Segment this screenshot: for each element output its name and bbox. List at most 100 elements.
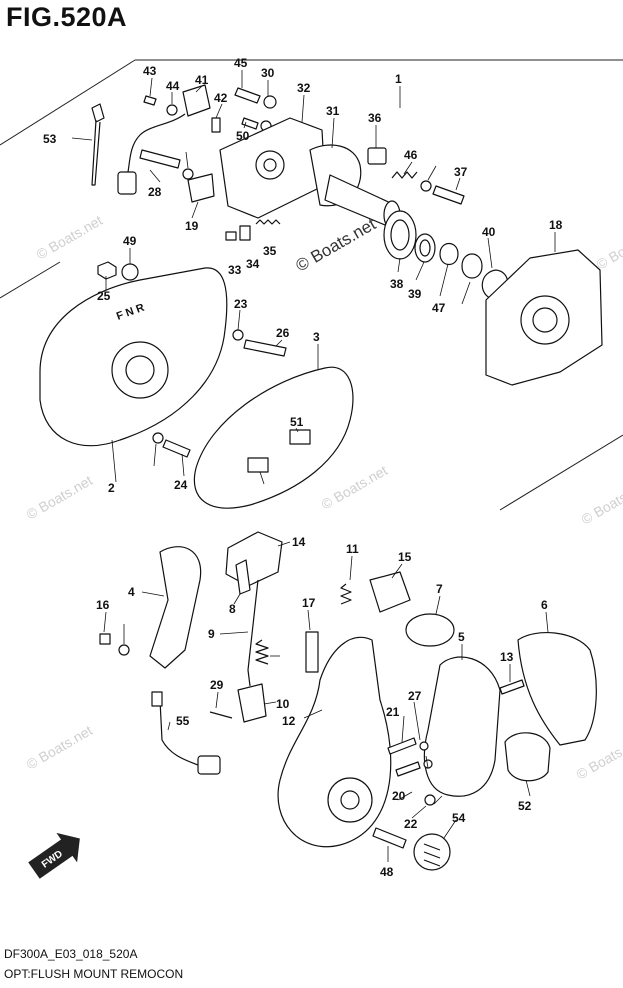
callout: 2 <box>108 481 115 495</box>
callout: 5 <box>458 630 465 644</box>
part-cover-plate-3 <box>193 366 354 509</box>
callout: 21 <box>386 705 400 719</box>
callout: 26 <box>276 326 290 340</box>
part-47a <box>439 242 459 266</box>
part-washer-30a <box>263 95 277 109</box>
callout: 48 <box>380 865 394 879</box>
part-pad-51a <box>289 429 311 445</box>
part-washer-44 <box>166 104 178 116</box>
fwd-arrow: FWD <box>28 832 80 879</box>
callout: 8 <box>229 602 236 616</box>
watermark: © Boats.net <box>319 462 391 513</box>
part-washer-49 <box>121 263 139 281</box>
part-rod-9 <box>247 579 259 687</box>
callouts: 1 2 3 4 5 6 7 8 9 10 11 12 13 14 15 16 1… <box>43 56 563 879</box>
part-bolt-28 <box>139 149 181 169</box>
part-harness-55 <box>159 699 199 766</box>
callout: 35 <box>263 244 277 258</box>
watermark: © Boats.net <box>34 212 106 263</box>
part-34 <box>239 225 251 241</box>
part-handle-5 <box>423 656 501 797</box>
callout: 1 <box>395 72 402 86</box>
part-spring-46 <box>391 171 418 179</box>
callout: 33 <box>228 263 242 277</box>
part-screw-50 <box>241 117 259 130</box>
part-switch-52 <box>504 732 551 782</box>
callout: 19 <box>185 219 199 233</box>
part-nut-25 <box>97 261 117 280</box>
part-connector-28-side <box>117 171 137 195</box>
callout: 23 <box>234 297 248 311</box>
part-washer-30c <box>182 168 194 180</box>
callout: 7 <box>436 582 443 596</box>
part-7 <box>405 613 455 647</box>
callout: 18 <box>549 218 563 232</box>
part-screw-22 <box>424 794 436 806</box>
part-bolt-37 <box>432 185 465 205</box>
callout: 17 <box>302 596 316 610</box>
callout: 31 <box>326 104 340 118</box>
callout: 14 <box>292 535 306 549</box>
watermark: © Boats.net <box>579 477 623 528</box>
callout: 29 <box>210 678 224 692</box>
callout: 12 <box>282 714 296 728</box>
callout: 44 <box>166 79 180 93</box>
part-screw-20 <box>395 761 421 777</box>
part-8 <box>235 559 251 595</box>
part-switch-bracket <box>182 84 211 117</box>
callout: 6 <box>541 598 548 612</box>
part-spring-11a <box>340 583 352 605</box>
part-pin-29 <box>209 711 233 719</box>
part-15 <box>369 571 411 613</box>
callout: 50 <box>236 129 250 143</box>
callout: 51 <box>290 415 304 429</box>
callout: 32 <box>297 81 311 95</box>
part-spring-35 <box>255 219 281 225</box>
callout: 3 <box>313 330 320 344</box>
part-36 <box>367 147 387 165</box>
frame-outline <box>0 59 623 511</box>
watermark-center: © Boats.net <box>293 214 380 275</box>
part-spring-11b <box>255 639 269 665</box>
part-lever-arm-4 <box>149 546 202 669</box>
callout: 41 <box>195 73 209 87</box>
callout: 42 <box>214 91 228 105</box>
callout: 28 <box>148 185 162 199</box>
callout: 45 <box>234 56 248 70</box>
part-washer-44b <box>118 644 130 656</box>
watermark: © Boats.net <box>24 472 96 523</box>
part-washer-23b <box>152 432 164 444</box>
part-cable-tie <box>91 103 105 186</box>
part-washer-27a <box>419 741 429 751</box>
part-clip-19 <box>187 173 215 203</box>
part-pin-13 <box>499 679 525 695</box>
callout: 46 <box>404 148 418 162</box>
callout: 49 <box>123 234 137 248</box>
leader-lines <box>71 70 556 862</box>
callout: 20 <box>392 789 406 803</box>
part-screw-21 <box>387 737 417 755</box>
callout: 40 <box>482 225 496 239</box>
callout: 27 <box>408 689 422 703</box>
part-bracket-10 <box>237 683 267 723</box>
part-screw-26 <box>243 339 287 357</box>
part-drawings <box>39 84 603 871</box>
callout: 11 <box>346 542 359 556</box>
callout: 52 <box>518 799 532 813</box>
callout: 24 <box>174 478 188 492</box>
callout: 37 <box>454 165 468 179</box>
part-bolt-48 <box>372 827 407 849</box>
callout: 47 <box>432 301 446 315</box>
part-harness <box>127 113 186 173</box>
part-bracket-14 <box>225 531 283 587</box>
watermark: © Boats.net <box>24 722 96 773</box>
callout: 9 <box>208 627 215 641</box>
callout: 36 <box>368 111 382 125</box>
part-screw-45 <box>234 87 261 104</box>
callout: 43 <box>143 64 157 78</box>
part-lever-12 <box>277 636 392 848</box>
callout: 54 <box>452 811 466 825</box>
callout: 55 <box>176 714 190 728</box>
callout: 4 <box>128 585 135 599</box>
callout: 16 <box>96 598 110 612</box>
